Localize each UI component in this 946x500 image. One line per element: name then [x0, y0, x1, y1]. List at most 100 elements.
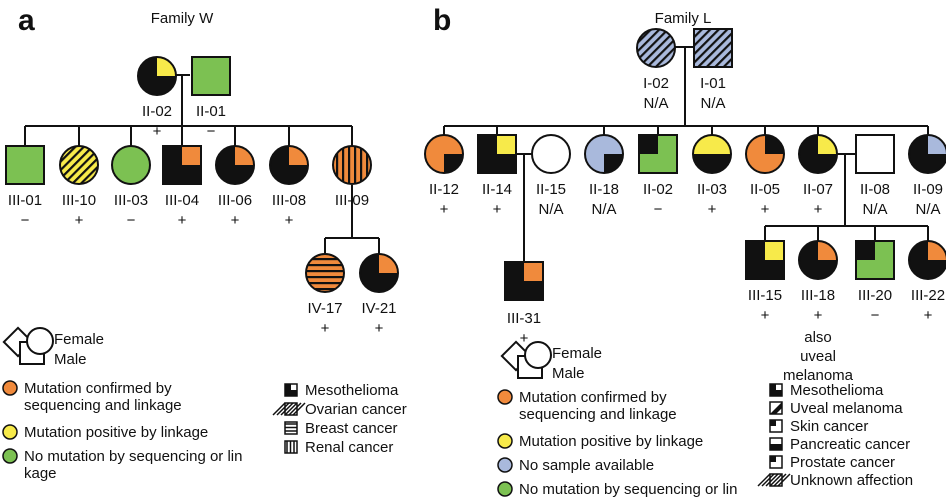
legend-phenotype-icon [284, 383, 298, 397]
pedigree-member-b-14 [798, 240, 838, 280]
legend-status-label: Mutation positive by linkage [24, 424, 208, 441]
legend-phenotype-label: Renal cancer [305, 439, 393, 456]
legend-phenotype-icon [769, 437, 783, 451]
legend-phenotype-icon [769, 401, 783, 415]
legend-phenotype-label: Prostate cancer [790, 454, 895, 471]
member-status-label: − [207, 123, 216, 140]
legend-male-label: Male [552, 365, 585, 382]
pedigree-member-b-15 [855, 240, 895, 280]
pedigree-member-b-11 [908, 134, 946, 174]
pedigree-member-b-4 [531, 134, 571, 174]
legend-phenotype-label: Unknown affection [790, 472, 913, 489]
member-id-label: II-09 [913, 181, 943, 198]
member-status-label: N/A [915, 201, 940, 218]
legend-phenotype-icon [284, 421, 298, 435]
member-id-label: III-04 [165, 192, 199, 209]
legend-phenotype-label: Mesothelioma [790, 382, 884, 399]
legend-phenotype-icon [272, 402, 306, 416]
member-id-label: I-01 [700, 75, 726, 92]
member-id-label: II-18 [589, 181, 619, 198]
pedigree-member-a-1 [191, 56, 231, 96]
member-status-label: − [21, 212, 30, 229]
member-id-label: III-06 [218, 192, 252, 209]
legend-phenotype-icon [769, 383, 783, 397]
pedigree-member-a-0 [137, 56, 177, 96]
member-id-label: III-10 [62, 192, 96, 209]
member-id-label: II-02 [643, 181, 673, 198]
family-title-w: Family W [151, 10, 214, 27]
member-id-label: III-31 [507, 310, 541, 327]
pedigree-member-b-1 [693, 28, 733, 68]
legend-status-dot [497, 481, 513, 497]
pedigree-member-a-6 [215, 145, 255, 185]
member-status-label: + [285, 212, 294, 229]
pedigree-member-a-4 [111, 145, 151, 185]
family-title-l: Family L [655, 10, 712, 27]
member-id-label: II-08 [860, 181, 890, 198]
member-id-label: IV-21 [361, 300, 396, 317]
sex-legend [500, 340, 552, 379]
member-status-label: + [761, 307, 770, 324]
legend-status-label: No mutation by sequencing or linkage [519, 481, 737, 500]
pedigree-member-b-7 [692, 134, 732, 174]
member-status-label: − [654, 201, 663, 218]
pedigree-member-a-7 [269, 145, 309, 185]
legend-phenotype-label: Pancreatic cancer [790, 436, 910, 453]
member-id-label: II-14 [482, 181, 512, 198]
member-id-label: III-18 [801, 287, 835, 304]
member-status-label: + [231, 212, 240, 229]
legend-status-label: Mutation positive by linkage [519, 433, 703, 450]
member-status-label: + [520, 330, 529, 347]
member-id-label: III-03 [114, 192, 148, 209]
panel-letter-a: a [18, 4, 35, 37]
legend-phenotype-label: Breast cancer [305, 420, 398, 437]
legend-status-dot [2, 448, 18, 464]
member-note-label: also [804, 329, 832, 346]
member-status-label: + [321, 320, 330, 337]
legend-status-dot [497, 457, 513, 473]
legend-phenotype-label: Uveal melanoma [790, 400, 903, 417]
member-id-label: III-08 [272, 192, 306, 209]
panel-letter-b: b [433, 4, 451, 37]
legend-phenotype-label: Ovarian cancer [305, 401, 407, 418]
pedigree-member-b-10 [855, 134, 895, 174]
pedigree-member-b-13 [745, 240, 785, 280]
legend-phenotype-label: Skin cancer [790, 418, 868, 435]
member-status-label: + [761, 201, 770, 218]
member-id-label: II-03 [697, 181, 727, 198]
member-status-label: + [75, 212, 84, 229]
pedigree-member-b-16 [908, 240, 946, 280]
pedigree-member-b-0 [636, 28, 676, 68]
member-status-label: + [814, 201, 823, 218]
pedigree-member-b-2 [424, 134, 464, 174]
pedigree-member-b-9 [798, 134, 838, 174]
legend-status-dot [2, 380, 18, 396]
member-id-label: III-15 [748, 287, 782, 304]
member-id-label: IV-17 [307, 300, 342, 317]
legend-phenotype-label: Mesothelioma [305, 382, 399, 399]
pedigree-member-a-2 [5, 145, 45, 185]
member-note-label: melanoma [783, 367, 854, 384]
legend-female-label: Female [552, 345, 602, 362]
member-status-label: N/A [643, 95, 668, 112]
legend-status-dot [497, 433, 513, 449]
member-status-label: − [127, 212, 136, 229]
member-status-label: + [924, 307, 933, 324]
legend-status-dot [2, 424, 18, 440]
member-id-label: II-15 [536, 181, 566, 198]
pedigree-member-a-10 [359, 253, 399, 293]
member-id-label: I-02 [643, 75, 669, 92]
member-status-label: + [493, 201, 502, 218]
member-status-label: − [871, 307, 880, 324]
legend-phenotype-icon [757, 473, 791, 487]
pedigree-member-a-8 [332, 145, 372, 185]
legend-male-label: Male [54, 351, 87, 368]
pedigree-member-b-12 [504, 261, 544, 301]
pedigree-member-a-3 [59, 145, 99, 185]
member-status-label: + [178, 212, 187, 229]
member-note-label: uveal [800, 348, 836, 365]
legend-phenotype-icon [769, 419, 783, 433]
pedigree-member-b-3 [477, 134, 517, 174]
